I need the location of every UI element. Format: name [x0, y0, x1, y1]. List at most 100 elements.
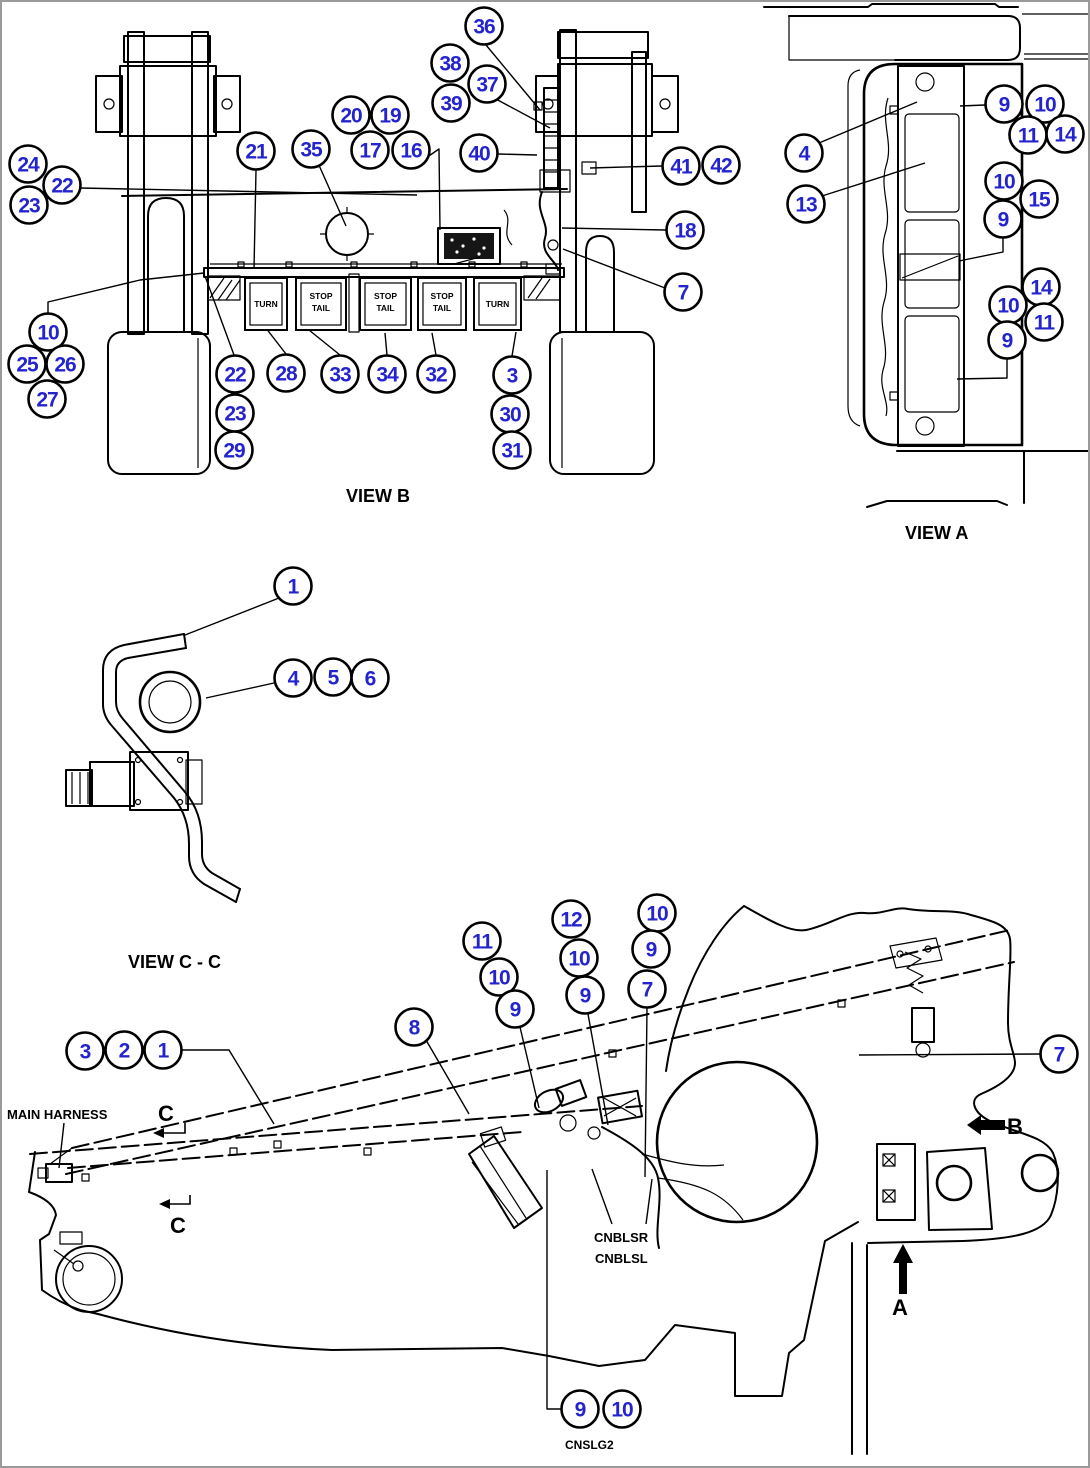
balloon-number: 24 [17, 154, 40, 177]
balloon-15[interactable]: 15 [1019, 179, 1059, 219]
section-letter: C [170, 1213, 186, 1238]
balloon-10[interactable]: 10 [988, 285, 1028, 325]
balloon-40[interactable]: 40 [459, 133, 499, 173]
balloon-24[interactable]: 24 [8, 144, 48, 184]
balloon-36[interactable]: 36 [464, 6, 504, 46]
balloon-32[interactable]: 32 [416, 354, 456, 394]
balloon-number: 40 [468, 143, 490, 166]
balloon-11[interactable]: 11 [462, 921, 502, 961]
balloon-1[interactable]: 1 [273, 566, 313, 606]
balloon-number: 23 [224, 403, 246, 426]
balloon-number: 42 [710, 155, 732, 178]
balloon-number: 29 [223, 440, 245, 463]
balloon-12[interactable]: 12 [551, 899, 591, 939]
balloon-31[interactable]: 31 [492, 430, 532, 470]
balloon-10[interactable]: 10 [559, 938, 599, 978]
balloon-29[interactable]: 29 [214, 430, 254, 470]
balloon-number: 10 [993, 171, 1015, 194]
balloon-5[interactable]: 5 [313, 657, 353, 697]
balloon-7[interactable]: 7 [627, 969, 667, 1009]
balloon-10[interactable]: 10 [637, 893, 677, 933]
balloon-18[interactable]: 18 [665, 210, 705, 250]
view-direction-arrow-b: B [967, 1114, 1023, 1139]
balloon-number: 3 [507, 365, 518, 388]
balloon-10[interactable]: 10 [1025, 84, 1065, 124]
balloon-16[interactable]: 16 [391, 130, 431, 170]
balloon-7[interactable]: 7 [1039, 1034, 1079, 1074]
balloon-22[interactable]: 22 [215, 354, 255, 394]
balloon-number: 26 [54, 354, 76, 377]
balloon-number: 1 [158, 1040, 170, 1063]
balloon-3[interactable]: 3 [65, 1031, 105, 1071]
balloon-37[interactable]: 37 [467, 64, 507, 104]
balloon-13[interactable]: 13 [786, 184, 826, 224]
section-markers: CC [153, 1101, 191, 1238]
balloon-10[interactable]: 10 [984, 161, 1024, 201]
balloon-9[interactable]: 9 [631, 929, 671, 969]
balloon-number: 17 [359, 140, 381, 163]
balloon-4[interactable]: 4 [784, 133, 824, 173]
balloon-23[interactable]: 23 [215, 393, 255, 433]
balloon-3[interactable]: 3 [492, 355, 532, 395]
balloon-34[interactable]: 34 [367, 354, 407, 394]
balloon-number: 11 [1018, 125, 1040, 148]
balloon-number: 9 [575, 1399, 586, 1422]
balloon-38[interactable]: 38 [430, 43, 470, 83]
balloon-7[interactable]: 7 [663, 272, 703, 312]
balloon-28[interactable]: 28 [266, 353, 306, 393]
balloon-33[interactable]: 33 [320, 354, 360, 394]
balloon-23[interactable]: 23 [9, 185, 49, 225]
balloon-number: 35 [300, 139, 323, 162]
balloon-10[interactable]: 10 [479, 957, 519, 997]
balloon-1[interactable]: 1 [143, 1030, 183, 1070]
arrow-letter: A [892, 1295, 908, 1320]
balloon-21[interactable]: 21 [236, 131, 276, 171]
balloon-number: 28 [275, 363, 298, 386]
balloon-11[interactable]: 11 [1024, 302, 1064, 342]
balloon-42[interactable]: 42 [701, 145, 741, 185]
balloon-25[interactable]: 25 [7, 344, 47, 384]
balloon-14[interactable]: 14 [1021, 267, 1061, 307]
balloon-4[interactable]: 4 [273, 658, 313, 698]
balloon-14[interactable]: 14 [1045, 114, 1085, 154]
balloon-19[interactable]: 19 [370, 95, 410, 135]
balloon-22[interactable]: 22 [42, 165, 82, 205]
balloon-39[interactable]: 39 [431, 83, 471, 123]
lamp-box-label: STOP [431, 291, 454, 301]
balloon-6[interactable]: 6 [350, 658, 390, 698]
balloon-number: 9 [999, 94, 1010, 117]
balloon-10[interactable]: 10 [28, 312, 68, 352]
cnblsr-label: CNBLSR [594, 1230, 649, 1245]
balloon-number: 19 [379, 105, 401, 128]
balloon-number: 10 [611, 1399, 633, 1422]
balloon-10[interactable]: 10 [602, 1389, 642, 1429]
balloon-9[interactable]: 9 [983, 199, 1023, 239]
balloon-27[interactable]: 27 [27, 379, 67, 419]
lamp-box-label: TAIL [312, 303, 330, 313]
balloon-41[interactable]: 41 [661, 146, 701, 186]
lamp-box-label: TURN [254, 299, 278, 309]
balloon-number: 4 [799, 143, 811, 166]
balloon-11[interactable]: 11 [1008, 115, 1048, 155]
balloon-9[interactable]: 9 [984, 84, 1024, 124]
lamp-box-1: TURN [244, 277, 288, 331]
direction-arrows: BA [892, 1114, 1023, 1320]
balloon-number: 21 [245, 141, 268, 164]
balloon-30[interactable]: 30 [490, 394, 530, 434]
balloon-20[interactable]: 20 [331, 95, 371, 135]
balloon-9[interactable]: 9 [560, 1389, 600, 1429]
balloon-9[interactable]: 9 [565, 975, 605, 1015]
balloon-number: 34 [376, 364, 399, 387]
balloon-9[interactable]: 9 [495, 989, 535, 1029]
balloon-9[interactable]: 9 [987, 320, 1027, 360]
balloon-8[interactable]: 8 [394, 1007, 434, 1047]
balloon-35[interactable]: 35 [291, 129, 331, 169]
balloon-2[interactable]: 2 [104, 1030, 144, 1070]
balloon-number: 41 [670, 156, 693, 179]
balloon-26[interactable]: 26 [45, 344, 85, 384]
balloon-17[interactable]: 17 [350, 130, 390, 170]
balloon-number: 8 [409, 1017, 421, 1040]
balloon-number: 27 [36, 389, 58, 412]
